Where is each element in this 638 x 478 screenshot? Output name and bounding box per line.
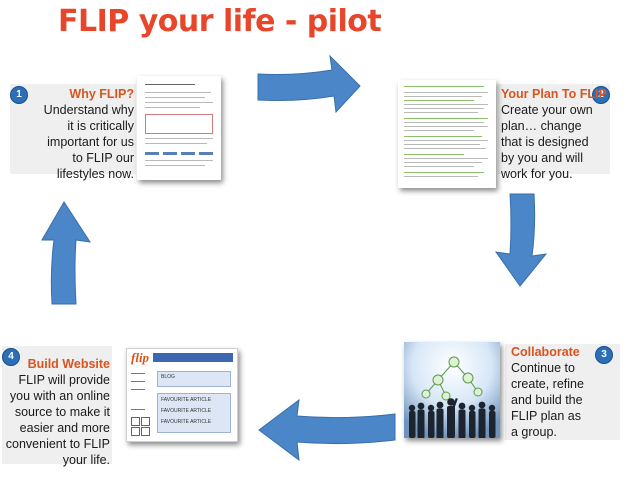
- step-1-box: [10, 84, 136, 174]
- collaboration-photo: [404, 342, 500, 438]
- step-4-text: Build Website FLIP will provide you with…: [2, 356, 110, 468]
- step-1-heading: Why FLIP?: [69, 87, 134, 101]
- step-1-body: Understand why it is critically importan…: [43, 103, 134, 181]
- step-2-badge: 2: [592, 86, 610, 104]
- diagram-title: FLIP your life - pilot: [58, 4, 382, 39]
- step-2-document-thumbnail: [398, 80, 496, 188]
- arrow-step-4-to-1: [41, 201, 92, 305]
- website-article-field-1: FAVOURITE ARTICLE: [161, 397, 212, 403]
- arrow-step-2-to-3: [494, 193, 548, 287]
- step-2-text: Your Plan To FLIP Create your own plan… …: [501, 86, 607, 182]
- step-3-badge: 3: [595, 346, 613, 364]
- step-4-heading: Build Website: [27, 357, 110, 371]
- website-header-bar: [153, 353, 233, 362]
- step-4-body: FLIP will provide you with an online sou…: [5, 373, 110, 467]
- step-4-badge: 4: [2, 348, 20, 366]
- website-article-field-3: FAVOURITE ARTICLE: [161, 419, 212, 425]
- step-3-heading: Collaborate: [511, 345, 580, 359]
- step-3-text: Collaborate Continue to create, refine a…: [511, 344, 591, 440]
- arrow-step-3-to-4: [258, 398, 396, 462]
- website-blog-field: BLOG: [161, 374, 175, 380]
- step-2-body: Create your own plan… change that is des…: [501, 103, 593, 181]
- step-3-body: Continue to create, refine and build the…: [511, 361, 584, 439]
- website-article-field-2: FAVOURITE ARTICLE: [161, 408, 212, 414]
- step-2-box: [498, 84, 610, 174]
- website-logo: flip: [131, 350, 150, 365]
- arrow-step-1-to-2: [257, 54, 361, 114]
- step-4-box: [2, 346, 112, 464]
- step-1-text: Why FLIP? Understand why it is criticall…: [34, 86, 134, 182]
- step-2-heading: Your Plan To FLIP: [501, 87, 607, 101]
- step-1-document-thumbnail: [137, 76, 221, 180]
- step-1-badge: 1: [10, 86, 28, 104]
- website-mockup-thumbnail: flip BLOG FAVOURITE ARTICLE FAVOURITE AR…: [126, 348, 238, 442]
